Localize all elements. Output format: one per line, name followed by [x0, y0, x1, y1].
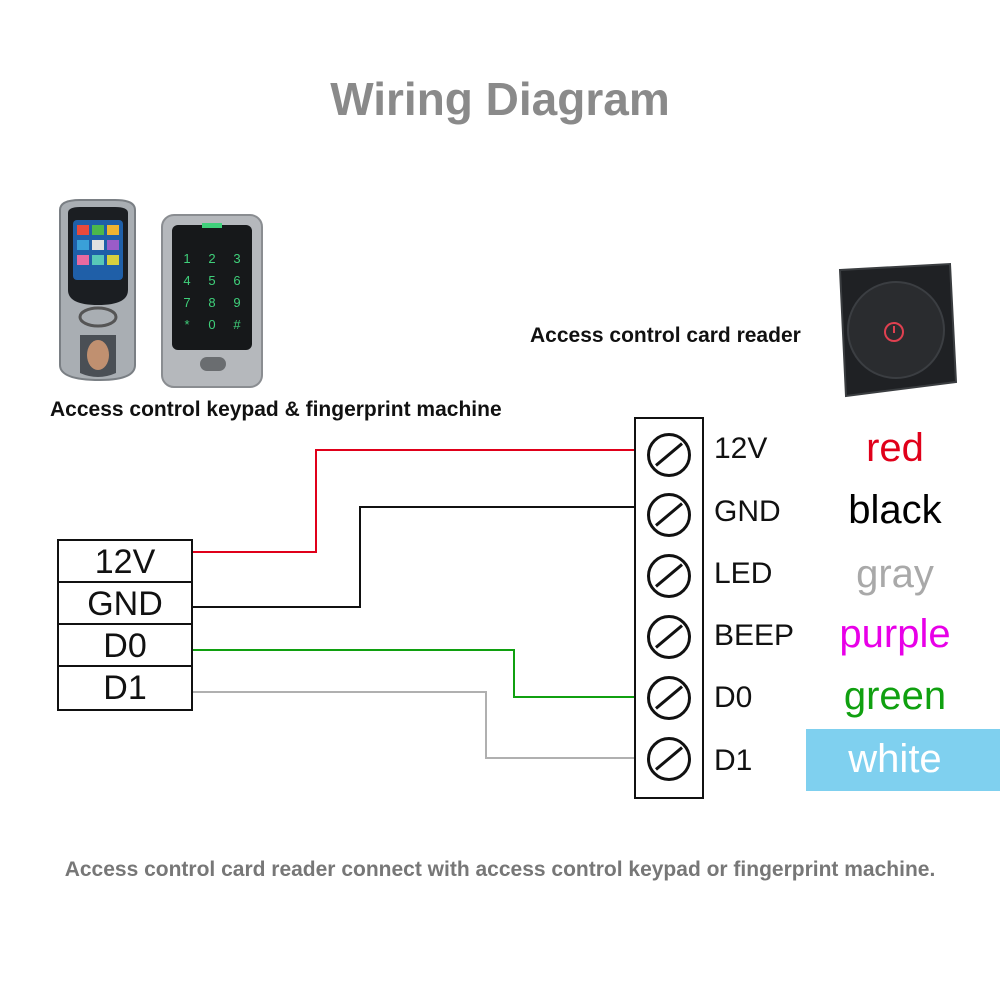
keypad-digit: 9 — [233, 295, 240, 310]
devices-image: 1 2 3 4 5 6 7 8 9 * 0 # — [59, 199, 263, 388]
wire-black — [193, 506, 634, 608]
white-wire-highlight — [806, 729, 1000, 791]
wire-green — [193, 649, 634, 698]
controller-terminal-gnd: GND — [59, 583, 191, 625]
footer-caption: Access control card reader connect with … — [64, 858, 936, 881]
screw-terminal-icon — [647, 433, 691, 477]
reader-terminal-block — [634, 417, 704, 799]
controller-terminal-block: 12V GND D0 D1 — [57, 539, 193, 711]
fingerprint-machine-icon — [59, 199, 136, 382]
screw-terminal-icon — [647, 737, 691, 781]
keypad-digit: 2 — [208, 251, 215, 266]
devices-caption: Access control keypad & fingerprint mach… — [50, 398, 502, 421]
controller-terminal-d0: D0 — [59, 625, 191, 667]
reader-terminal-label: 12V — [714, 432, 768, 465]
keypad-digit: 5 — [208, 273, 215, 288]
keypad-digit: 1 — [183, 251, 190, 266]
keypad-digit: 0 — [208, 317, 215, 332]
wire-color-green: green — [843, 674, 947, 718]
keypad-digit: 3 — [233, 251, 240, 266]
wire-color-white: white — [848, 737, 942, 781]
screw-terminal-icon — [647, 676, 691, 720]
keypad-digit: 8 — [208, 295, 215, 310]
reader-terminal-label: D1 — [714, 744, 753, 777]
keypad-icon: 1 2 3 4 5 6 7 8 9 * 0 # — [161, 214, 263, 388]
screw-terminal-icon — [647, 615, 691, 659]
wire-color-red: red — [866, 426, 924, 470]
reader-terminal-label: GND — [714, 495, 781, 528]
screw-terminal-icon — [647, 493, 691, 537]
reader-terminal-label: LED — [714, 557, 773, 590]
controller-terminal-12v: 12V — [59, 541, 191, 583]
wire-color-black: black — [848, 488, 942, 532]
diagram-title: Wiring Diagram — [330, 73, 670, 125]
wire-red — [193, 449, 634, 553]
controller-terminal-d1: D1 — [103, 669, 147, 707]
reader-terminal-label: BEEP — [714, 619, 795, 652]
keypad-digit: 6 — [233, 273, 240, 288]
card-reader-icon — [838, 262, 958, 398]
keypad-digit: * — [184, 317, 189, 332]
screw-terminal-icon — [647, 554, 691, 598]
keypad-digit: 7 — [183, 295, 190, 310]
reader-caption: Access control card reader — [530, 324, 801, 347]
wire-color-gray: gray — [856, 552, 934, 596]
wire-gray — [193, 691, 634, 759]
reader-terminal-label: D0 — [714, 681, 753, 714]
wire-color-purple: purple — [839, 612, 951, 656]
keypad-digit: # — [233, 317, 241, 332]
keypad-digit: 4 — [183, 273, 190, 288]
